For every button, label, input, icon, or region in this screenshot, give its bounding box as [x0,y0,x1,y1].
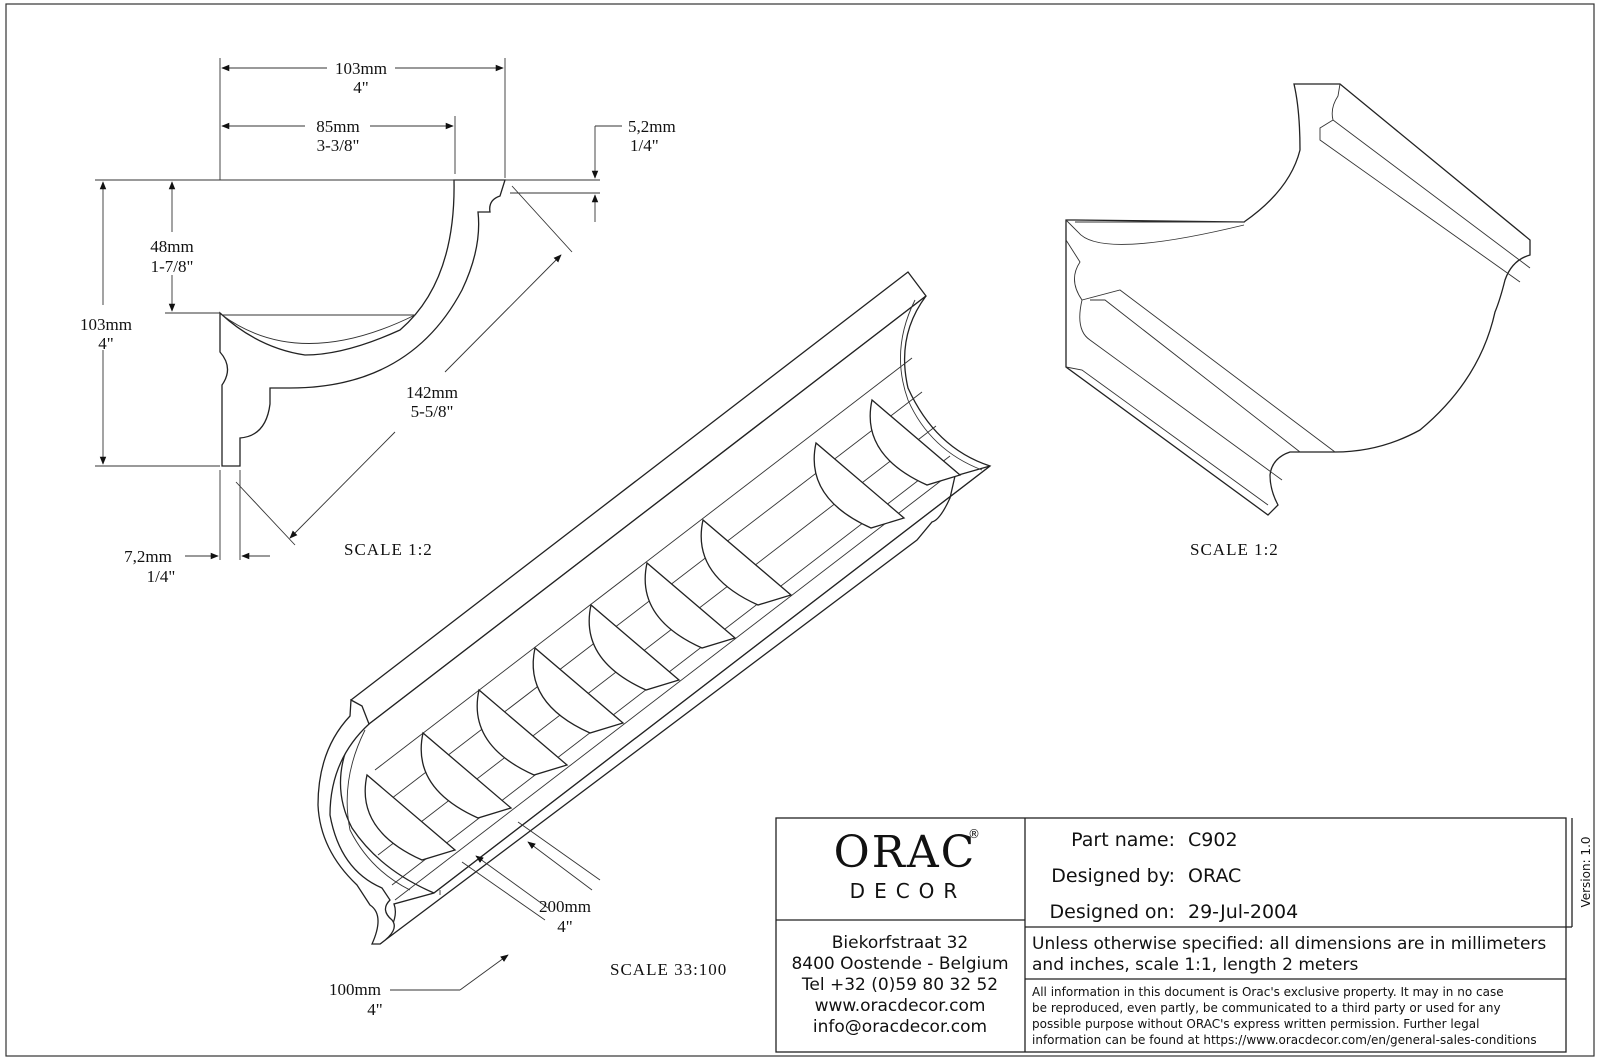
sheet-border [5,3,1595,1057]
address-website: www.oracdecor.com [815,996,986,1016]
dim-offset-inch: 4" [367,1000,382,1019]
address-email: info@oracdecor.com [813,1017,987,1037]
legal-line-1: All information in this document is Orac… [1032,985,1504,999]
legal-line-2: be reproduced, even partly, be communica… [1032,1001,1501,1015]
dim-diagonal-mm: 142mm [406,383,458,402]
iso-dividers [364,398,962,861]
scale-label-perspective: SCALE 1:2 [1190,540,1279,559]
designed-on-label: Designed on: [1050,901,1175,923]
part-name-label: Part name: [1071,829,1175,851]
dim-base-inch: 1/4" [147,567,176,586]
dim-height-total-inch: 4" [98,334,113,353]
spec-note-line-1: Unless otherwise specified: all dimensio… [1032,934,1546,954]
scale-label-isometric: SCALE 33:100 [610,960,727,979]
profile-inner-curve [221,314,416,344]
legal-line-4: information can be found at https://www.… [1032,1033,1537,1047]
address-city: 8400 Oostende - Belgium [791,954,1008,974]
iso-end-profile [317,698,395,945]
legal-line-3: possible purpose without ORAC's express … [1032,1017,1479,1031]
scale-label-profile: SCALE 1:2 [344,540,433,559]
cornice-profile [219,179,506,467]
brand-logo: ORAC [834,827,977,878]
dim-height-inner-mm: 48mm [150,237,193,256]
brand-subtitle: DECOR [850,879,967,903]
dim-height-inner-inch: 1-7/8" [151,257,194,276]
title-block: ORAC ® DECOR Biekorfstraat 32 8400 Ooste… [775,817,1593,1053]
address-phone: Tel +32 (0)59 80 32 52 [801,975,998,995]
iso-front-face [379,465,991,945]
dim-width-inner-inch: 3-3/8" [317,136,360,155]
designed-on-value: 29-Jul-2004 [1188,901,1298,923]
part-name-value: C902 [1188,829,1238,851]
version-label: Version: 1.0 [1579,836,1593,907]
dim-diagonal-inch: 5-5/8" [411,402,454,421]
dim-base-mm: 7,2mm [124,547,172,566]
designed-by-label: Designed by: [1051,865,1175,887]
dim-offset-mm: 100mm [329,980,381,999]
dim-width-inner-mm: 85mm [316,117,359,136]
designed-by-value: ORAC [1188,865,1241,887]
dim-width-total-inch: 4" [353,78,368,97]
brand-registered-mark: ® [968,827,980,841]
dim-spacing-mm: 200mm [539,897,591,916]
dim-lip-inch: 1/4" [630,136,659,155]
dim-spacing-inch: 4" [557,917,572,936]
dim-height-total-mm: 103mm [80,315,132,334]
dim-width-total-mm: 103mm [335,59,387,78]
address-street: Biekorfstraat 32 [832,933,969,953]
profile-view: 103mm 4" 85mm 3-3/8" 5,2mm 1/4" 103mm 4"… [80,58,676,586]
perspective-view: SCALE 1:2 [1065,83,1531,559]
spec-note-line-2: and inches, scale 1:1, length 2 meters [1032,955,1358,975]
isometric-view: 200mm 4" 100mm 4" SCALE 33:100 [317,271,992,1019]
dim-lip-mm: 5,2mm [628,117,676,136]
